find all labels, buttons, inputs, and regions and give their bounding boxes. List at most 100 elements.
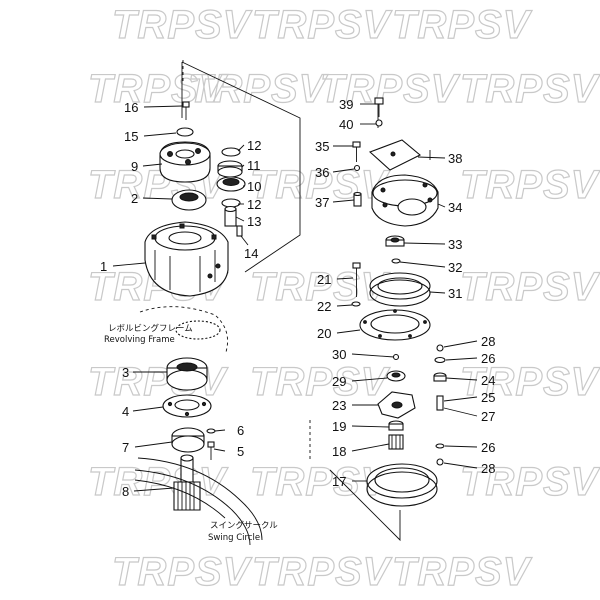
part-7-gear: [171, 427, 205, 453]
part-23-carrier: [377, 391, 416, 419]
part-9-cover: [159, 141, 211, 183]
watermark: TRPSV: [252, 3, 393, 47]
callout-9: 9: [131, 159, 138, 174]
left-assembly: [134, 60, 301, 546]
callout-2: 2: [131, 191, 138, 206]
part-19-gear: [388, 420, 404, 431]
callout-25: 25: [481, 390, 495, 405]
callout-32: 32: [448, 260, 462, 275]
callout-30: 30: [332, 347, 346, 362]
callout-1: 1: [100, 259, 107, 274]
part-11-bearing: [217, 160, 243, 178]
watermark: TRPSV: [392, 550, 533, 594]
callout-36: 36: [315, 165, 329, 180]
part-26-washer: [435, 443, 445, 449]
part-35-bolt: [352, 141, 361, 162]
watermark: TRPSV: [460, 360, 600, 404]
part-34-housing: [371, 174, 439, 227]
callout-23: 23: [332, 398, 346, 413]
part-14-pin: [236, 225, 243, 237]
callout-18: 18: [332, 444, 346, 459]
part-13-shaft: [224, 205, 237, 227]
watermark: TRPSV: [112, 550, 253, 594]
part-28-pin: [436, 344, 444, 352]
part-20-ring: [359, 309, 431, 341]
callout-16: 16: [124, 100, 138, 115]
callout-35: 35: [315, 139, 329, 154]
revolving-frame-outline: [139, 306, 229, 353]
watermark: TRPSV: [112, 3, 253, 47]
annotation-labels: レボルビングフレーム Revolving Frame スイングサークル Swin…: [104, 323, 278, 543]
swing-circle-label-en: Swing Circle: [208, 533, 260, 543]
callout-10: 10: [247, 179, 261, 194]
part-32-washer: [391, 258, 401, 264]
callout-21: 21: [317, 272, 331, 287]
callout-27: 27: [481, 409, 495, 424]
callout-numbers: 16 15 9 2 12 11 10 12 13 14 1 3 4 6 7 5 …: [100, 97, 495, 499]
part-12-washer: [221, 198, 241, 208]
part-2-ring: [171, 189, 207, 211]
callout-4: 4: [122, 404, 129, 419]
watermark: TRPSV: [88, 360, 229, 404]
revolving-frame-label-jp: レボルビングフレーム: [108, 323, 193, 334]
part-30-pin: [392, 353, 400, 361]
frame-line: [329, 469, 401, 542]
watermark: TRPSV: [252, 550, 393, 594]
callout-38: 38: [448, 151, 462, 166]
part-18-roller: [388, 434, 404, 450]
part-39-bolt: [374, 97, 384, 117]
part-1-housing: [144, 221, 229, 297]
callout-33: 33: [448, 237, 462, 252]
callout-14: 14: [244, 246, 258, 261]
part-28-pin: [436, 458, 444, 466]
part-31-ring: [369, 272, 431, 307]
part-4-plate: [162, 394, 212, 418]
part-8-shaft: [173, 454, 201, 511]
callout-5: 5: [237, 444, 244, 459]
watermark-layer: TRPSV TRPSV TRPSV TRPSV TRPSV TRPSV TRPS…: [87, 2, 600, 594]
part-21-bolt: [352, 262, 361, 297]
swing-circle-label-jp: スイングサークル: [210, 520, 278, 531]
callout-26: 26: [481, 440, 495, 455]
part-26-washer: [434, 356, 446, 364]
watermark: TRPSV: [460, 163, 600, 207]
part-36-washer: [353, 164, 361, 172]
callout-3: 3: [122, 365, 129, 380]
frame-line: [181, 61, 301, 273]
part-25-pin: [436, 395, 444, 411]
callout-12: 12: [247, 138, 261, 153]
part-16-bolt: [182, 101, 190, 120]
callout-34: 34: [448, 200, 462, 215]
callout-19: 19: [332, 419, 346, 434]
callout-13: 13: [247, 214, 261, 229]
leader-lines: [112, 103, 478, 492]
callout-39: 39: [339, 97, 353, 112]
swing-circle-arc: [134, 479, 226, 519]
watermark: TRPSV: [392, 3, 533, 47]
part-37-plug: [353, 191, 362, 207]
callout-17: 17: [332, 474, 346, 489]
part-12-washer: [221, 147, 241, 157]
part-3-bearing: [166, 357, 208, 391]
revolving-frame-label-en: Revolving Frame: [104, 335, 175, 345]
watermark: TRPSV: [188, 67, 329, 111]
swing-circle-arc: [137, 457, 263, 541]
callout-28: 28: [481, 334, 495, 349]
callout-11: 11: [247, 158, 261, 173]
callout-29: 29: [332, 374, 346, 389]
watermark: TRPSV: [460, 265, 600, 309]
part-29-part: [386, 370, 406, 382]
part-15-washer: [176, 127, 194, 137]
watermark: TRPSV: [88, 67, 229, 111]
callout-37: 37: [315, 195, 329, 210]
watermark: TRPSV: [460, 460, 600, 504]
callout-24: 24: [481, 373, 495, 388]
part-5-bolt: [207, 441, 215, 460]
part-24-bearing: [433, 372, 447, 382]
callout-31: 31: [448, 286, 462, 301]
part-10-gear: [216, 176, 246, 192]
callout-12: 12: [247, 197, 261, 212]
callout-28: 28: [481, 461, 495, 476]
